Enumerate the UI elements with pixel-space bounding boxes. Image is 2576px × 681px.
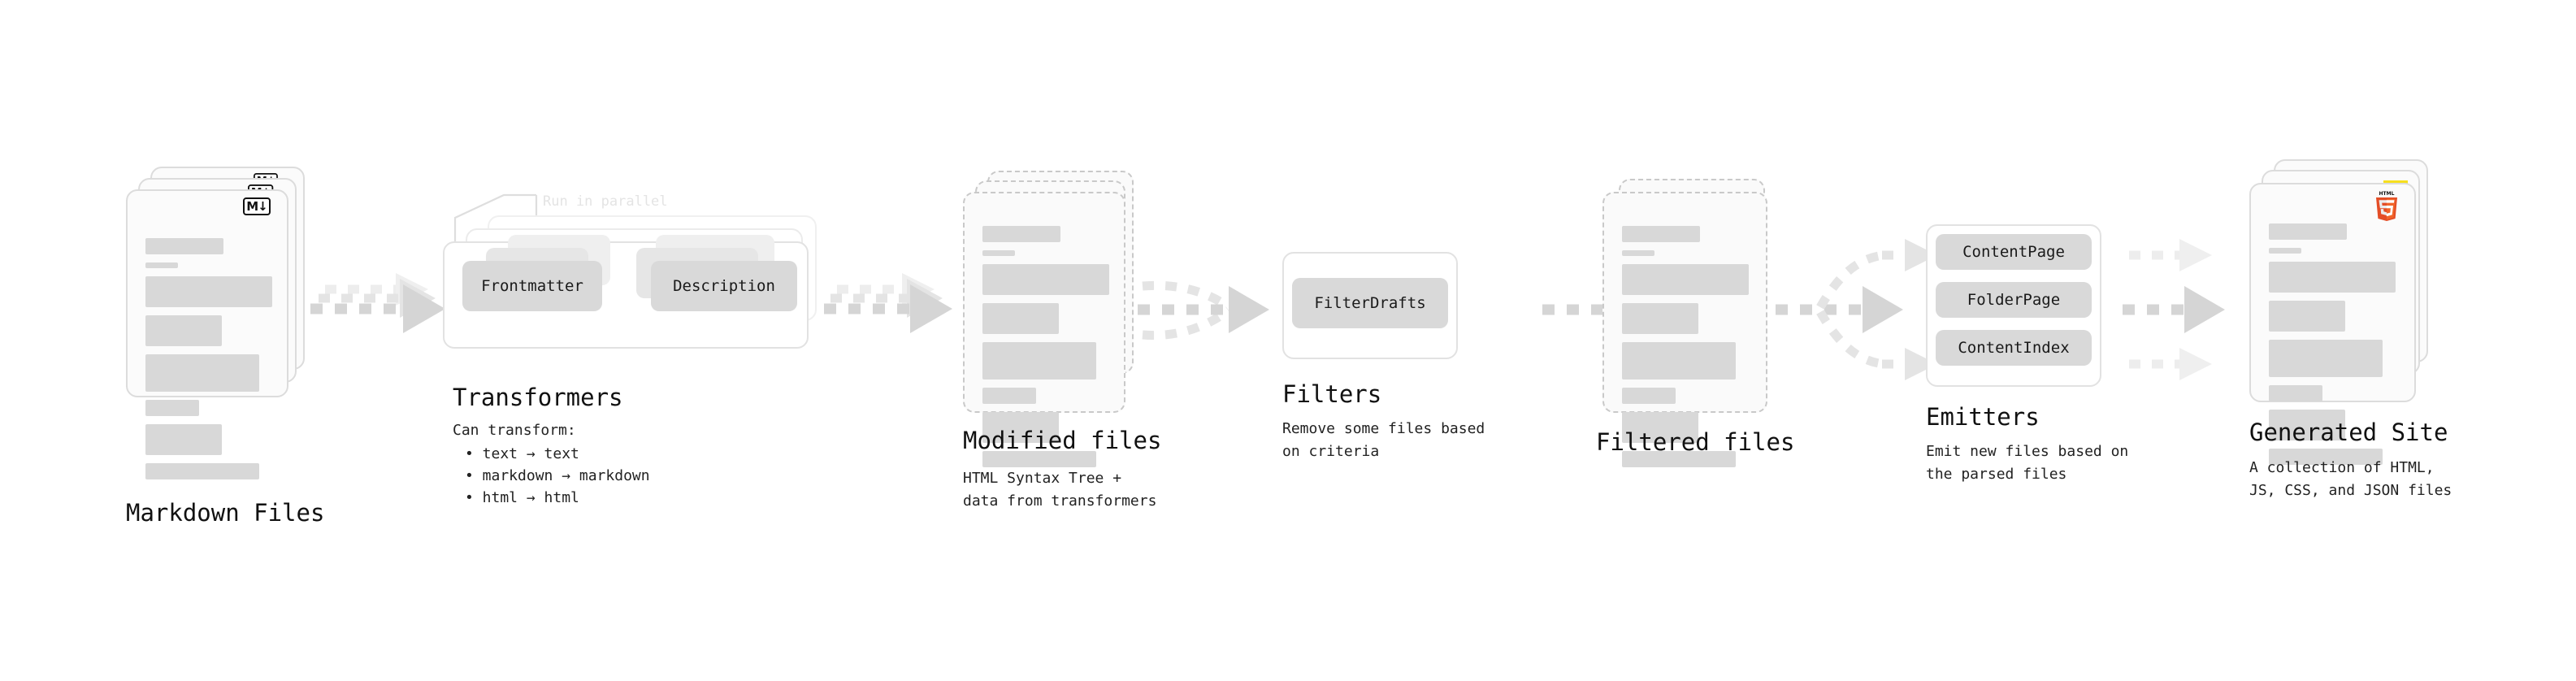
modified-files-card-stack: [963, 171, 1142, 467]
transformers-bullet-0: • text → text: [465, 445, 579, 462]
transformers-bullet-2: • html → html: [465, 489, 579, 506]
stage-title-filtered-files: Filtered files: [1596, 428, 1795, 456]
emitter-chip-folderpage[interactable]: FolderPage: [1936, 282, 2092, 318]
emitters-subtitle: Emit new files based on the parsed files: [1926, 443, 2129, 483]
connector-transformers-to-modified: [824, 273, 952, 333]
html5-wordmark: HTML: [2379, 191, 2395, 197]
connector-emitters-to-site: [2123, 239, 2225, 380]
stage-title-filters: Filters: [1282, 380, 1382, 408]
html5-icon: HTML: [2373, 189, 2400, 222]
filter-chip-filterdrafts[interactable]: FilterDrafts: [1292, 278, 1448, 328]
stage-title-generated-site: Generated Site: [2249, 419, 2448, 446]
filtered-files-card-stack: [1602, 179, 1781, 467]
generated-site-subtitle: A collection of HTML, JS, CSS, and JSON …: [2249, 459, 2452, 499]
markdown-files-card-stack: M↓ M↓ M↓: [126, 167, 305, 479]
stage-title-modified-files: Modified files: [963, 427, 1162, 454]
filtered-file-skeleton: [1604, 193, 1766, 467]
filtered-file-card-front: [1602, 192, 1767, 467]
transformers-group-stack: x x x x Frontmatter Description: [443, 215, 825, 362]
connector-md-to-transformers: [310, 273, 445, 333]
markdown-icon: M↓: [243, 197, 271, 215]
transformer-chip-description[interactable]: Description: [651, 261, 797, 311]
stage-title-transformers: Transformers: [453, 384, 623, 411]
markdown-file-skeleton: [128, 191, 287, 479]
emitter-chip-contentpage[interactable]: ContentPage: [1936, 234, 2092, 270]
markdown-file-card-front: [126, 189, 288, 479]
generated-site-card-stack: CSS HTML: [2249, 159, 2436, 465]
modified-file-skeleton: [965, 193, 1124, 467]
connector-modified-to-filters: [1138, 280, 1269, 340]
stage-title-markdown-files: Markdown Files: [126, 499, 325, 527]
transformers-bullet-1: • markdown → markdown: [465, 467, 650, 484]
modified-file-card-front: [963, 192, 1125, 467]
transformers-subtitle: Can transform:: [453, 422, 576, 439]
modified-files-subtitle: HTML Syntax Tree + data from transformer…: [963, 470, 1157, 510]
stage-title-emitters: Emitters: [1926, 403, 2040, 431]
transformer-chip-frontmatter[interactable]: Frontmatter: [462, 261, 602, 311]
filters-subtitle: Remove some files based on criteria: [1282, 420, 1485, 460]
connector-filtered-to-emitters: [1776, 239, 1937, 380]
generated-file-skeleton: [2251, 184, 2414, 465]
emitter-chip-contentindex[interactable]: ContentIndex: [1936, 330, 2092, 366]
run-in-parallel-label: Run in parallel: [543, 193, 668, 210]
